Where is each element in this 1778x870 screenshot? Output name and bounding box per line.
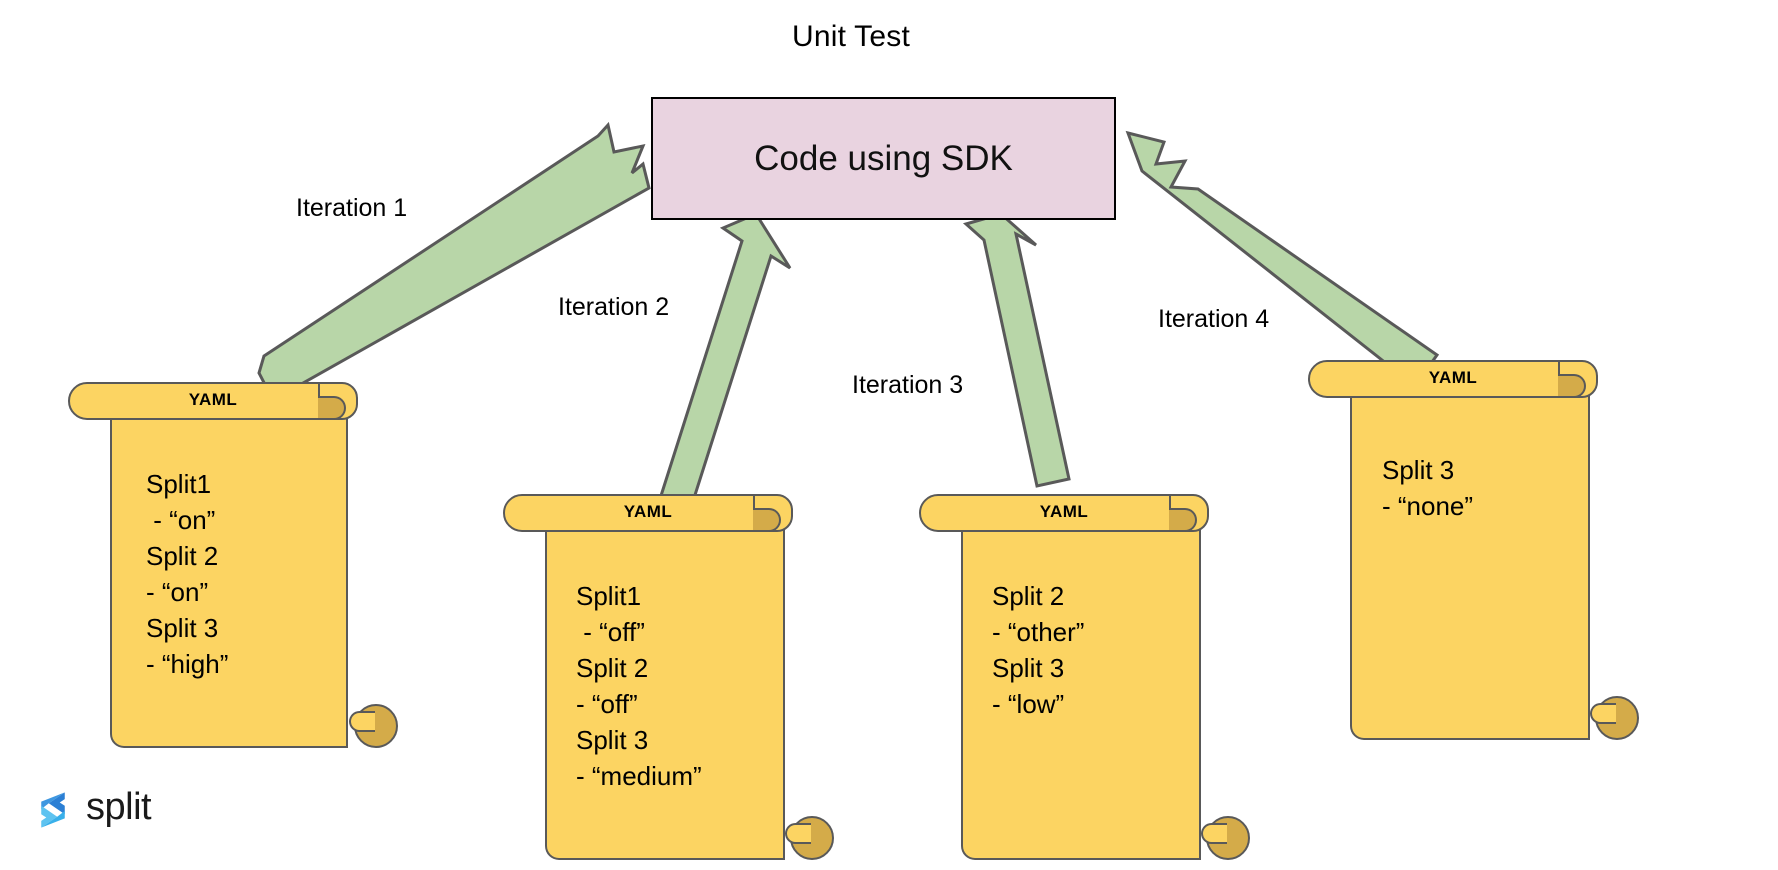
yaml-scroll-3-bottom-curl	[1201, 816, 1250, 860]
iteration-4-label: Iteration 4	[1158, 305, 1270, 333]
yaml-scroll-4-header: YAML	[1308, 360, 1598, 398]
yaml-scroll-1-bottom-curl	[349, 704, 398, 748]
arrow-iteration-1	[257, 121, 651, 403]
yaml-scroll-1-top-curl	[318, 382, 358, 420]
yaml-scroll-2-text: Split1 - “off” Split 2 - “off” Split 3 -…	[576, 581, 702, 791]
yaml-scroll-2-top-curl	[753, 494, 793, 532]
code-using-sdk-box: Code using SDK	[651, 97, 1116, 220]
yaml-scroll-2-header-label: YAML	[623, 502, 673, 521]
yaml-scroll-1-header: YAML	[68, 382, 358, 420]
yaml-scroll-4-text: Split 3 - “none”	[1382, 455, 1474, 521]
iteration-1-label: Iteration 1	[296, 194, 408, 222]
yaml-scroll-3-header: YAML	[919, 494, 1209, 532]
yaml-scroll-1-text: Split1 - “on” Split 2 - “on” Split 3 - “…	[146, 469, 229, 679]
arrow-iteration-3	[962, 212, 1071, 488]
yaml-scroll-3-top-curl	[1169, 494, 1209, 532]
yaml-scroll-2-bottom-curl	[785, 816, 834, 860]
yaml-scroll-3-text: Split 2 - “other” Split 3 - “low”	[992, 581, 1085, 719]
page-title: Unit Test	[0, 20, 1778, 54]
yaml-scroll-3-body	[961, 516, 1201, 860]
yaml-scroll-4-header-label: YAML	[1428, 368, 1478, 387]
split-logo-wordmark: split	[86, 785, 152, 828]
yaml-scroll-1-header-label: YAML	[188, 390, 238, 409]
arrow-iteration-2	[657, 212, 792, 520]
yaml-scroll-2-body	[545, 516, 785, 860]
yaml-scroll-1-body	[110, 404, 348, 748]
yaml-scroll-4-body	[1350, 382, 1590, 740]
yaml-scroll-2-header: YAML	[503, 494, 793, 532]
iteration-2-label: Iteration 2	[558, 293, 670, 321]
iteration-3-label: Iteration 3	[852, 371, 964, 399]
split-logo-mark-icon	[41, 792, 65, 828]
code-using-sdk-label: Code using SDK	[754, 138, 1013, 178]
page-title-text: Unit Test	[792, 20, 910, 53]
split-logo: split	[32, 782, 192, 838]
arrow-iteration-4	[1125, 130, 1440, 389]
yaml-scroll-3-header-label: YAML	[1039, 502, 1089, 521]
yaml-scroll-4-top-curl	[1558, 360, 1598, 398]
yaml-scroll-4-bottom-curl	[1590, 696, 1639, 740]
